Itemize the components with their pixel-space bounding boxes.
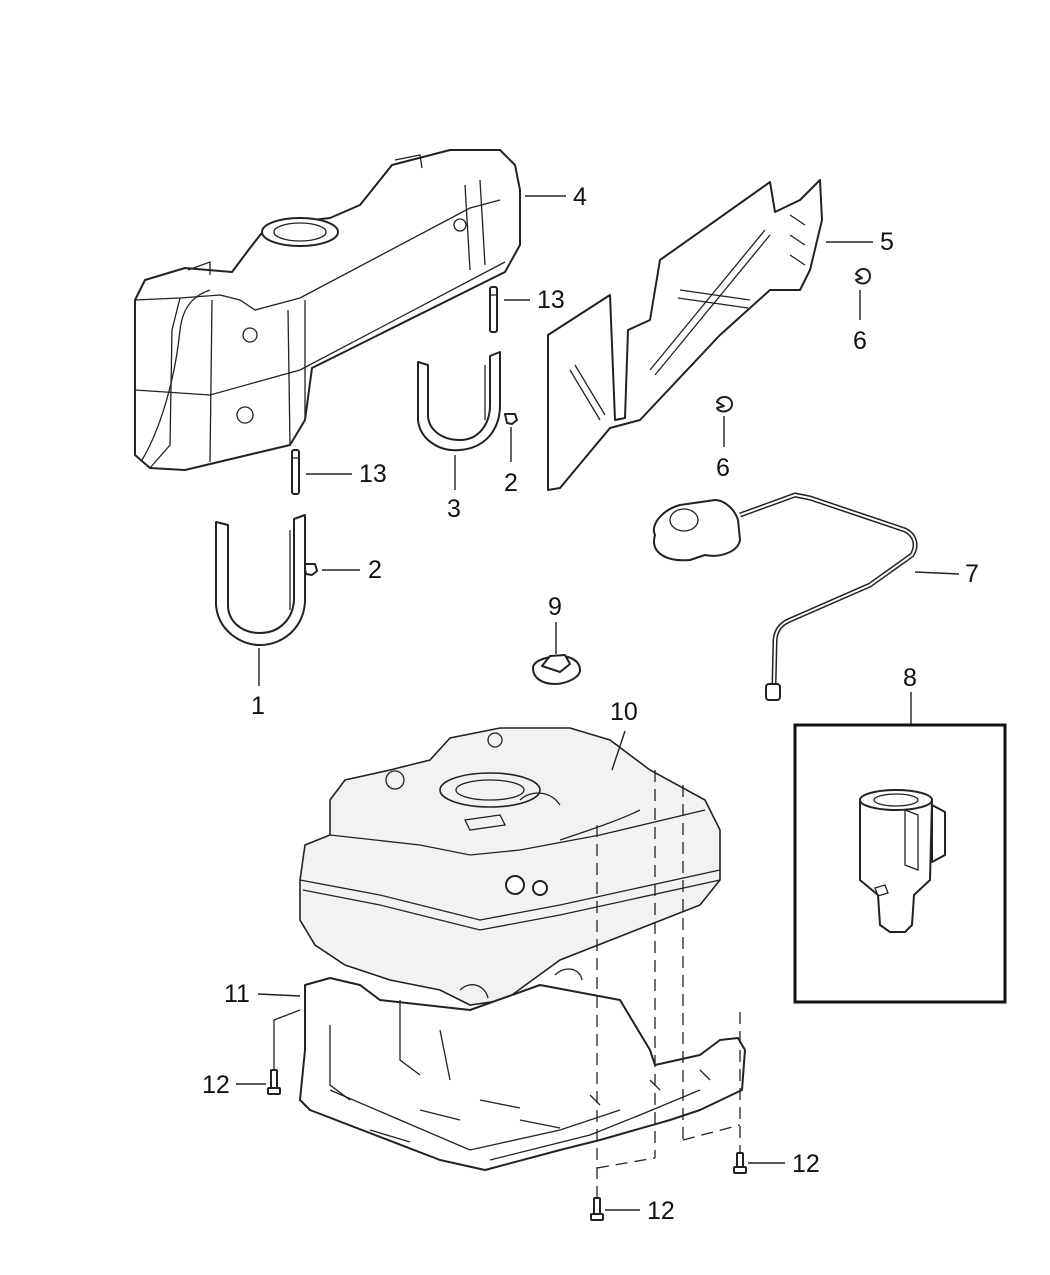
callout-13-upper: 13 bbox=[537, 286, 565, 314]
push-nut-upper-illustration bbox=[855, 268, 871, 285]
push-nut-lower-illustration bbox=[716, 396, 733, 413]
callout-12-right: 12 bbox=[792, 1150, 820, 1178]
heat-shield-illustration bbox=[547, 179, 823, 491]
stud-lower-illustration bbox=[291, 449, 300, 495]
connector-illustration bbox=[859, 789, 946, 933]
callout-13-lower: 13 bbox=[359, 460, 387, 488]
bolt-bottom-illustration bbox=[590, 1197, 604, 1221]
callout-9: 9 bbox=[548, 593, 562, 621]
callout-12-bottom: 12 bbox=[647, 1197, 675, 1225]
skid-plate-illustration bbox=[299, 977, 746, 1171]
nut-upper-illustration bbox=[504, 413, 518, 425]
bolt-left-illustration bbox=[267, 1020, 281, 1095]
callout-3: 3 bbox=[447, 495, 461, 523]
callout-8: 8 bbox=[903, 664, 917, 692]
fuel-line-illustration bbox=[652, 492, 918, 701]
stud-upper-illustration bbox=[489, 286, 498, 333]
callout-6-lower: 6 bbox=[716, 454, 730, 482]
fuel-tank-main-illustration bbox=[299, 727, 721, 1006]
callout-4: 4 bbox=[573, 183, 587, 211]
callout-2-lower: 2 bbox=[368, 556, 382, 584]
alignment-lines bbox=[273, 770, 741, 1198]
callout-10: 10 bbox=[610, 698, 638, 726]
callout-5: 5 bbox=[880, 228, 894, 256]
callout-1: 1 bbox=[251, 692, 265, 720]
callout-7: 7 bbox=[965, 560, 979, 588]
callout-11: 11 bbox=[224, 980, 250, 1008]
cap-illustration bbox=[532, 654, 581, 685]
strap-lower-illustration bbox=[215, 514, 306, 646]
callout-2-upper: 2 bbox=[504, 469, 518, 497]
callout-12-left: 12 bbox=[202, 1071, 230, 1099]
strap-upper-illustration bbox=[417, 351, 501, 452]
callout-6-upper: 6 bbox=[853, 327, 867, 355]
bolt-right-illustration bbox=[733, 1152, 747, 1174]
fuel-tank-long-illustration bbox=[134, 149, 521, 471]
